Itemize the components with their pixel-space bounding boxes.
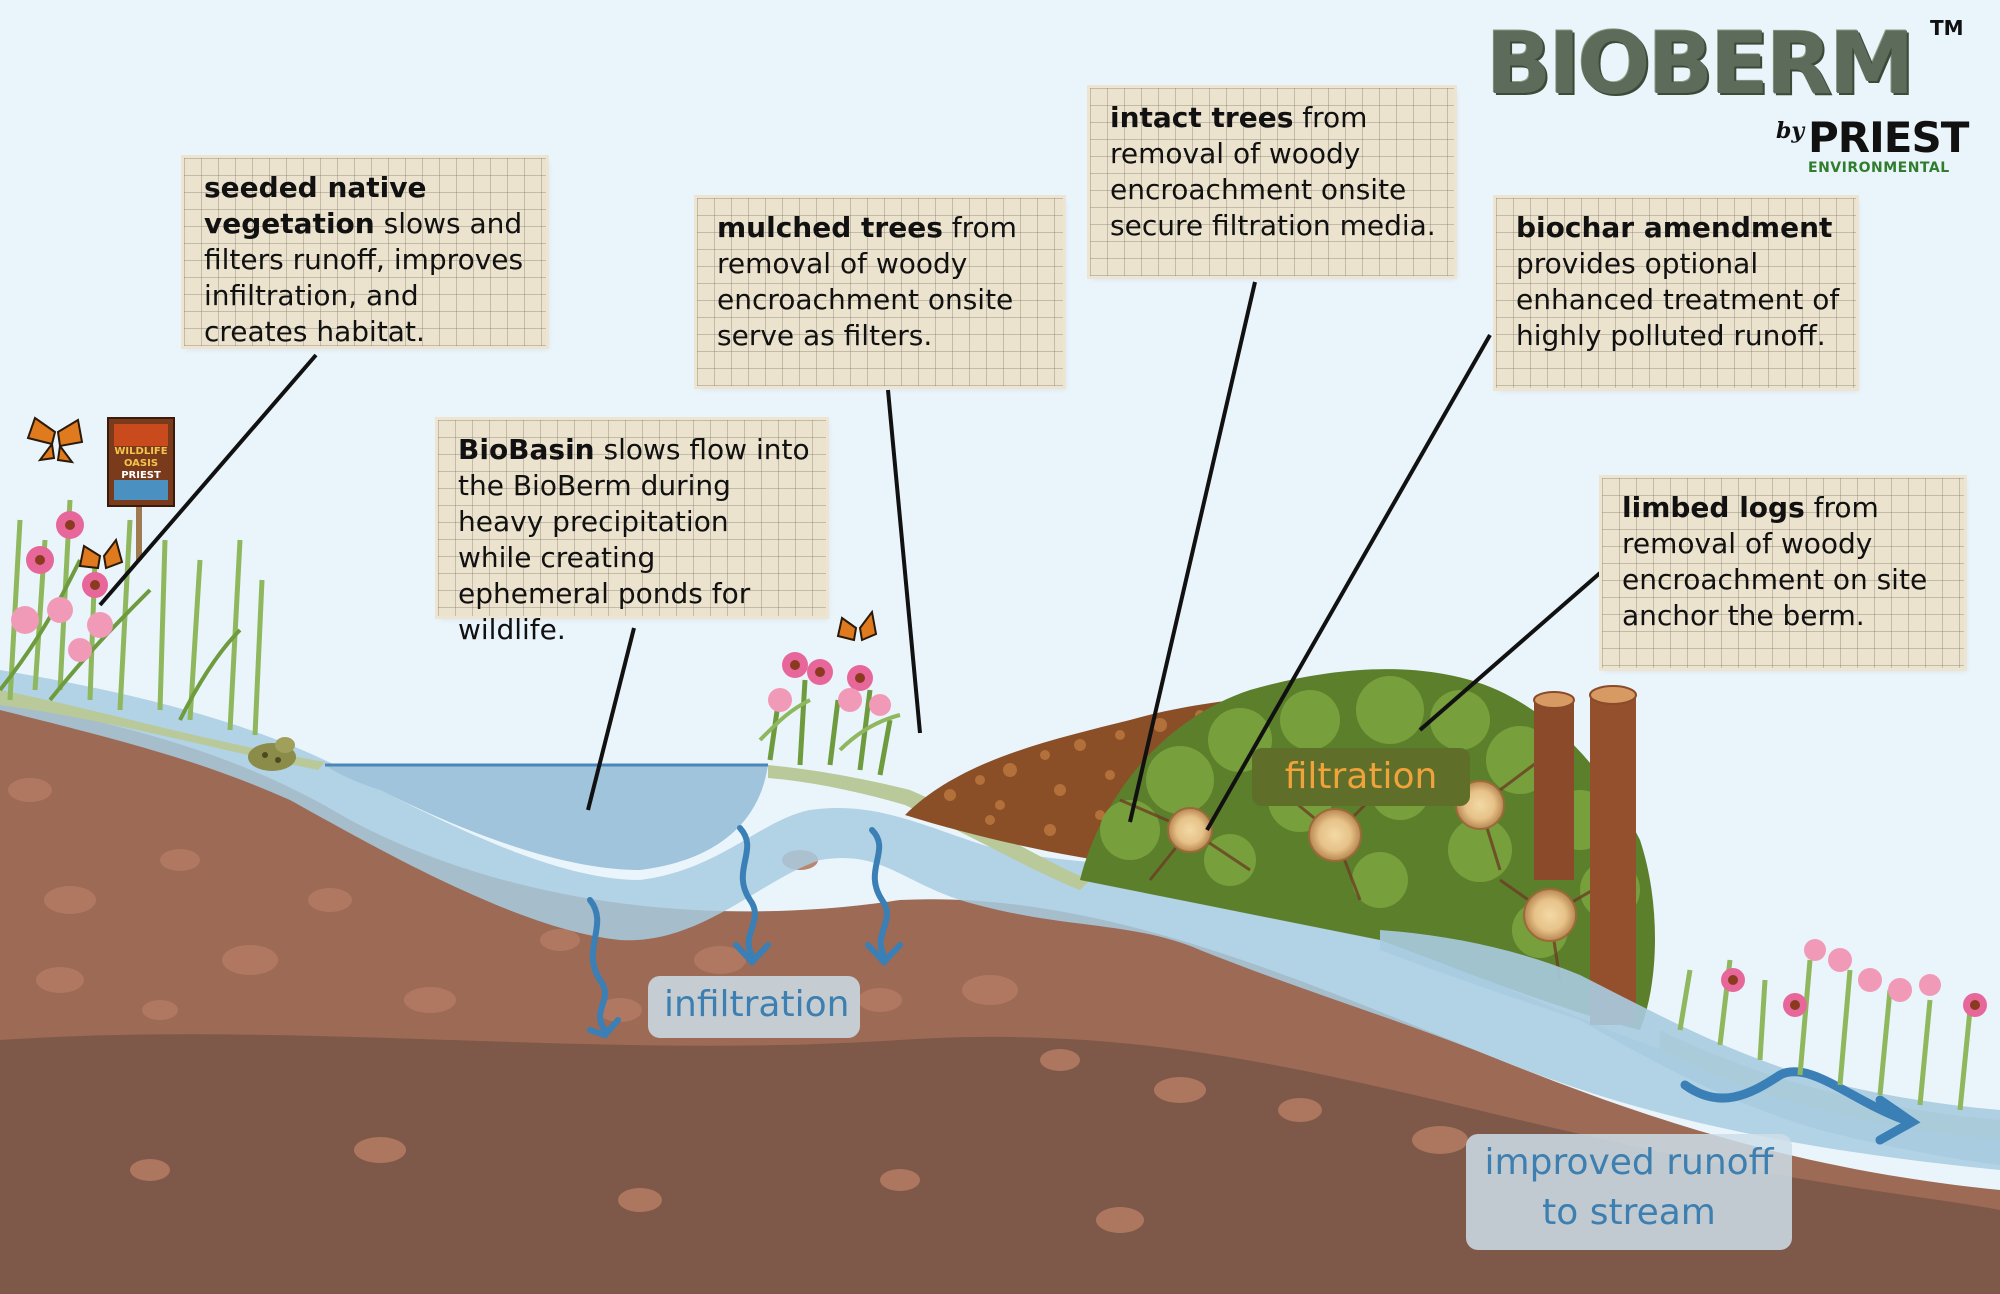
infiltration-band — [0, 670, 2000, 1170]
bioberm-logo: BIOBERM TM by PRIEST ENVIRONMENTAL — [1486, 14, 1969, 178]
sign-line2: OASIS — [123, 458, 159, 469]
callout-pointers — [98, 281, 1602, 831]
callout-title: mulched trees — [717, 211, 943, 244]
callout-biobasin: BioBasin slows flow into the BioBerm dur… — [438, 420, 826, 646]
soil-pebbles — [8, 778, 1468, 1233]
callout-title: biochar amendment — [1516, 211, 1833, 244]
callout-text: from removal of woody encroachment onsit… — [717, 211, 1017, 352]
intact-tree-cuts — [1167, 780, 1577, 942]
butterfly-icon — [78, 537, 124, 570]
callout-title: seeded native vegetation — [204, 171, 427, 240]
callout-title: intact trees — [1110, 101, 1294, 134]
callout-mulched-trees: mulched trees from removal of woody encr… — [697, 198, 1063, 386]
biobasin-water — [325, 765, 768, 870]
callout-seeded-vegetation: seeded native vegetation slows and filte… — [184, 158, 546, 348]
callout-text: from removal of woody encroachment onsit… — [1110, 101, 1436, 242]
filtration-label: filtration — [1252, 748, 1470, 806]
callout-intact-trees: intact trees from removal of woody encro… — [1090, 88, 1454, 276]
native-vegetation-left — [0, 499, 265, 736]
sign-brand: PRIEST — [121, 470, 161, 481]
logo-trademark: TM — [1930, 16, 1964, 40]
limbed-logs — [1533, 685, 1637, 1025]
ground-surface-right — [768, 765, 1090, 890]
callout-text: slows flow into the BioBerm during heavy… — [458, 433, 810, 646]
callout-text: from removal of woody encroachment on si… — [1622, 491, 1928, 632]
infiltration-label-text: infiltration — [664, 984, 850, 1025]
logo-company-sub: ENVIRONMENTAL — [1808, 160, 1950, 176]
butterfly-icon — [836, 609, 878, 642]
callout-text: provides optional enhanced treatment of … — [1516, 247, 1840, 352]
callout-text: slows and filters runoff, improves infil… — [204, 207, 524, 348]
callout-limbed-logs: limbed logs from removal of woody encroa… — [1602, 478, 1964, 668]
native-vegetation-right — [1677, 939, 1987, 1111]
callout-biochar: biochar amendment provides optional enha… — [1496, 198, 1856, 388]
logo-by: by — [1776, 118, 1805, 144]
runoff-channel — [1380, 930, 2000, 1165]
logo-company: PRIEST — [1808, 113, 1969, 162]
runoff-label-line1: improved runoff — [1484, 1142, 1774, 1183]
sign-text: WILDLIFE OASIS PRIEST — [108, 446, 174, 482]
native-vegetation-middle — [758, 652, 901, 776]
infiltration-label: infiltration — [648, 976, 860, 1038]
runoff-arrow — [1680, 1067, 1921, 1145]
frog — [248, 737, 296, 771]
ground-surface — [0, 690, 325, 770]
callout-title: limbed logs — [1622, 491, 1805, 524]
filtration-label-text: filtration — [1284, 756, 1438, 797]
wildlife-oasis-sign — [107, 417, 175, 560]
runoff-label: improved runoff to stream — [1466, 1134, 1792, 1250]
callout-title: BioBasin — [458, 433, 595, 466]
sign-line1: WILDLIFE — [114, 446, 168, 457]
logo-wordmark: BIOBERM — [1486, 14, 1915, 114]
butterfly-icon — [26, 416, 84, 464]
infiltration-arrows — [587, 825, 903, 1039]
runoff-label-line2: to stream — [1542, 1192, 1716, 1233]
